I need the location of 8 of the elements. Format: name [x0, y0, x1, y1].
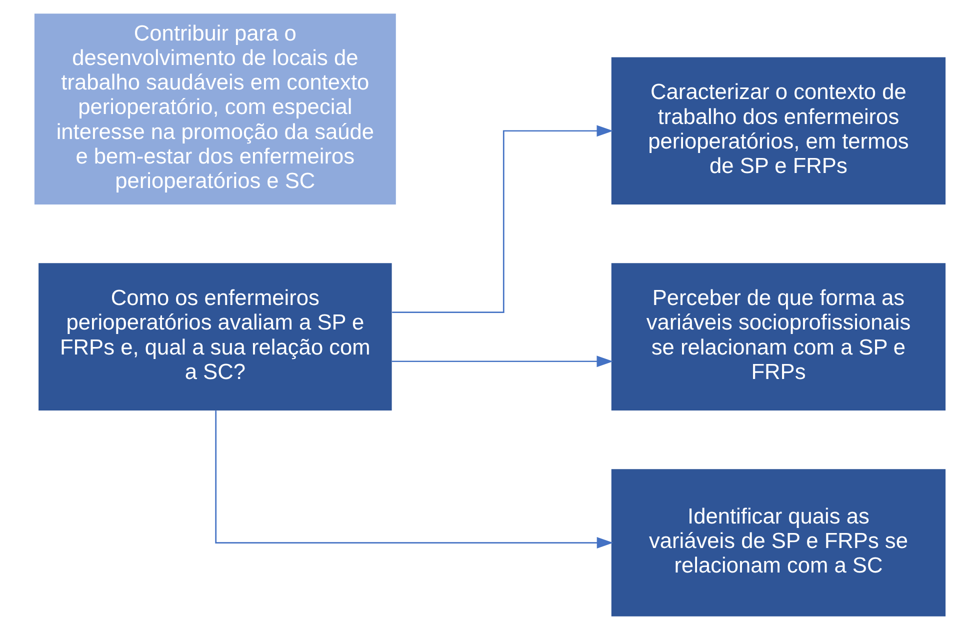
- node-box: Contribuir para o desenvolvimento de locais de trabalho saudáveis em contexto perioperatório, com especial interesse na promoção da saúde e bem-estar dos enfermeiros perioperatórios e SC: [34, 14, 396, 205]
- node-box: Caracterizar o contexto de trabalho dos enfermeiros perioperatórios, em termos de SP e FRPs: [610, 57, 946, 205]
- node-box: Perceber de que forma as variáveis socioprofissionais se relacionam com a SP e FRPs: [610, 263, 946, 410]
- node-box: Identificar quais as variáveis de SP e FRPs se relacionam com a SC: [610, 469, 946, 616]
- arrow: [214, 410, 613, 548]
- arrow: [392, 125, 613, 313]
- node-box: Como os enfermeiros perioperatórios avaliam a SP e FRPs e, qual a sua relação com a SC?: [38, 263, 392, 410]
- arrow: [391, 356, 613, 368]
